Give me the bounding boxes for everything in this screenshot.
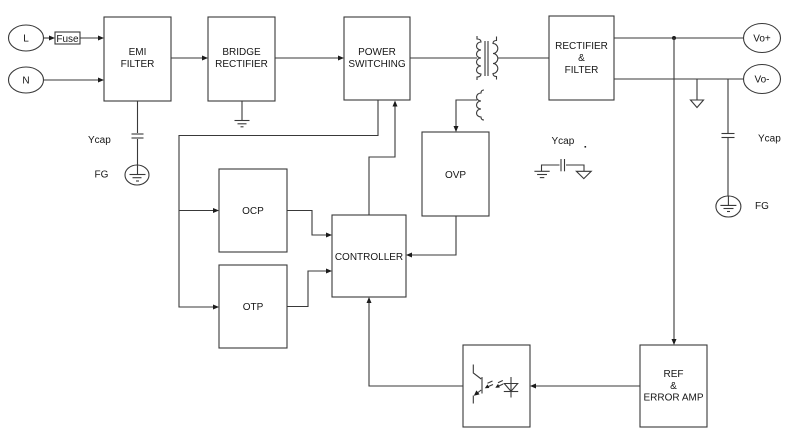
svg-text:FILTER: FILTER — [565, 65, 599, 76]
svg-text:RECTIFIER: RECTIFIER — [555, 41, 608, 52]
svg-text:BRIDGE: BRIDGE — [222, 47, 261, 58]
svg-text:EMI: EMI — [129, 47, 147, 58]
svg-text:SWITCHING: SWITCHING — [348, 59, 405, 70]
svg-text:&: & — [670, 381, 677, 392]
svg-text:FG: FG — [755, 201, 769, 212]
svg-text:POWER: POWER — [358, 47, 396, 58]
svg-text:CONTROLLER: CONTROLLER — [335, 252, 403, 263]
svg-text:FG: FG — [95, 170, 109, 181]
svg-text:Vo-: Vo- — [754, 75, 769, 86]
svg-text:RECTIFIER: RECTIFIER — [215, 59, 268, 70]
svg-text:OCP: OCP — [242, 206, 264, 217]
svg-text:Ycap: Ycap — [552, 136, 575, 147]
svg-text:REF: REF — [664, 369, 684, 380]
svg-text:ERROR AMP: ERROR AMP — [643, 393, 703, 404]
svg-text:Ycap: Ycap — [758, 134, 781, 145]
svg-text:Ycap: Ycap — [88, 135, 111, 146]
svg-text:OVP: OVP — [445, 170, 466, 181]
svg-text:Fuse: Fuse — [56, 34, 79, 45]
svg-text:&: & — [578, 53, 585, 64]
svg-text:N: N — [22, 76, 29, 87]
svg-text:OTP: OTP — [243, 302, 264, 313]
svg-text:L: L — [23, 34, 29, 45]
svg-text:Vo+: Vo+ — [753, 34, 771, 45]
svg-text:FILTER: FILTER — [121, 59, 155, 70]
